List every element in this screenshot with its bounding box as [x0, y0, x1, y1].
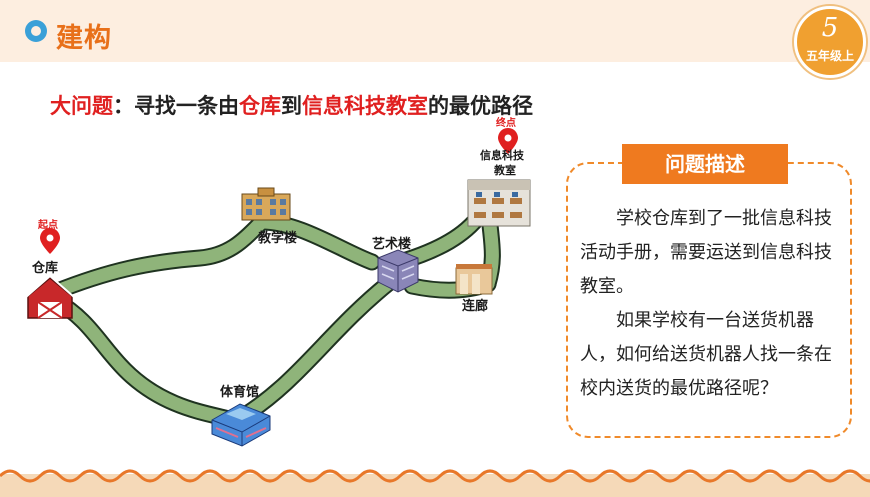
p1-line-1: 学校仓库到了一批信息科 [616, 208, 814, 229]
gym-icon [211, 403, 271, 447]
section-title: 建构 [56, 23, 112, 54]
grade-number: 5 [821, 13, 839, 43]
campus-map: 起点 仓库 教学楼 艺术楼 终点 信息科技 教室 [25, 116, 531, 447]
question-part3: 的最优路径 [428, 94, 533, 118]
paragraph-2: 如果学校有一台送货机器人，如何给送货机器人找一条在校内送货的最优路径呢？ [580, 304, 844, 406]
question-part2: 到 [281, 94, 302, 118]
corridor-icon [455, 264, 493, 295]
node-art-building-label: 艺术楼 [372, 236, 411, 252]
node-it-classroom-label-line2: 教室 [493, 163, 516, 177]
node-teaching-building-label: 教学楼 [257, 230, 297, 246]
question-prefix: 大问题 [50, 94, 113, 118]
node-warehouse-label: 仓库 [31, 260, 58, 276]
paragraph-1: 学校仓库到了一批信息科技活动手册，需要运送到信息科技教室。 [580, 202, 844, 304]
location-pin-icon [25, 20, 47, 42]
end-pin-icon [498, 128, 518, 154]
node-it-classroom-label-line1: 信息科技 [480, 148, 525, 162]
bottom-decoration [0, 469, 870, 497]
warehouse-icon [25, 274, 75, 319]
node-gym-label: 体育馆 [220, 384, 259, 400]
question-end: 信息科技教室 [302, 94, 428, 118]
node-corridor-label: 连廊 [462, 298, 488, 314]
panel-title: 问题描述 [622, 144, 788, 184]
big-question: 大问题：寻找一条由仓库到信息科技教室的最优路径 [50, 90, 533, 120]
header-band [0, 0, 870, 62]
p1-line-3: 科技教室。 [580, 242, 832, 297]
panel-text: 学校仓库到了一批信息科技活动手册，需要运送到信息科技教室。 如果学校有一台送货机… [580, 202, 844, 406]
start-pin-icon [40, 228, 60, 254]
p2-line-1: 如果学校有一台送货机器 [616, 310, 814, 331]
p1-line-2: 技活动手册，需要运送到信息 [580, 208, 832, 263]
it-classroom-icon [467, 179, 531, 227]
question-start: 仓库 [239, 94, 281, 118]
question-colon: ： [113, 94, 134, 118]
question-part1: 寻找一条由 [134, 94, 239, 118]
p2-line-2: 人，如何给送货机器人找一条 [580, 344, 814, 365]
start-tag: 起点 [37, 218, 58, 231]
grade-label: 五年级上 [805, 49, 854, 63]
art-building-icon [377, 249, 419, 293]
grade-badge: 5 五年级上 [794, 6, 866, 78]
end-tag: 终点 [496, 116, 516, 129]
p2-line-3: 在校内送货的最优路径呢？ [580, 344, 832, 399]
teaching-building-icon [241, 187, 291, 221]
